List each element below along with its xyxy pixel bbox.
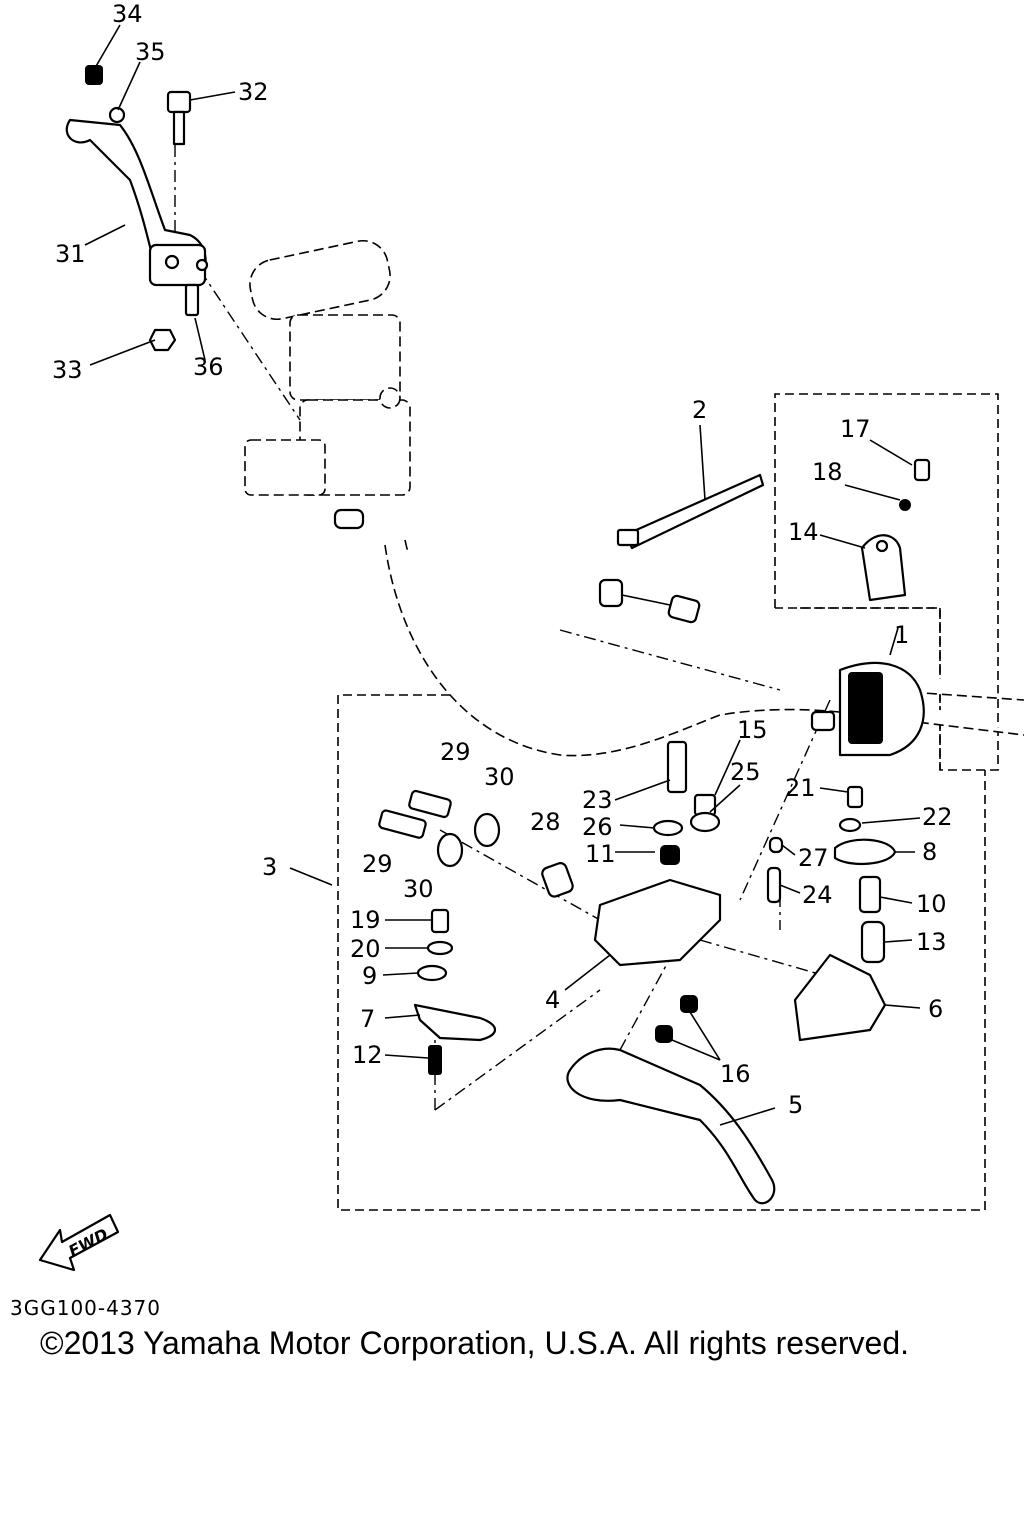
- callout-19: 19: [350, 906, 381, 934]
- callout-3: 3: [262, 853, 277, 881]
- callout-14: 14: [788, 518, 819, 546]
- callout-30-top: 30: [484, 763, 515, 791]
- cable-tie: [616, 473, 765, 550]
- callout-22: 22: [922, 803, 953, 831]
- callout-1: 1: [894, 621, 909, 649]
- lever-assembly-left: [65, 65, 209, 352]
- callout-36: 36: [193, 353, 224, 381]
- handlebar-assembly-diagram: FWD 34: [38, 0, 1024, 1272]
- callout-18: 18: [812, 458, 843, 486]
- callout-13: 13: [916, 928, 947, 956]
- callout-24: 24: [802, 881, 833, 909]
- callout-34: 34: [112, 0, 143, 28]
- callout-27: 27: [798, 844, 829, 872]
- callout-11: 11: [585, 840, 616, 868]
- callout-16: 16: [720, 1060, 751, 1088]
- copyright-notice: ©2013 Yamaha Motor Corporation, U.S.A. A…: [40, 1325, 910, 1361]
- callout-26: 26: [582, 813, 613, 841]
- callout-32: 32: [238, 78, 269, 106]
- callout-10: 10: [916, 890, 947, 918]
- callout-25: 25: [730, 758, 761, 786]
- callout-4: 4: [545, 986, 560, 1014]
- callout-8: 8: [922, 838, 937, 866]
- fwd-arrow-icon: FWD: [38, 1213, 120, 1272]
- callout-23: 23: [582, 786, 613, 814]
- brake-parts: [378, 740, 897, 1205]
- cable: [598, 578, 701, 624]
- callout-28: 28: [530, 808, 561, 836]
- callout-29-bottom: 29: [362, 850, 393, 878]
- callout-15: 15: [737, 716, 768, 744]
- callout-7: 7: [360, 1005, 375, 1033]
- callout-17: 17: [840, 415, 871, 443]
- callout-9: 9: [362, 962, 377, 990]
- callout-29-top: 29: [440, 738, 471, 766]
- callouts: 34 35 32 31 33 36 2 17 18 14 1 15 25 29 …: [52, 0, 953, 1119]
- switch-housing: [810, 458, 931, 757]
- callout-20: 20: [350, 935, 381, 963]
- leader-lines: [84, 24, 921, 1126]
- callout-31: 31: [55, 240, 86, 268]
- diagram-code: 3GG100-4370: [10, 1296, 162, 1320]
- callout-35: 35: [135, 38, 166, 66]
- callout-6: 6: [928, 995, 943, 1023]
- callout-12: 12: [352, 1041, 383, 1069]
- callout-5: 5: [788, 1091, 803, 1119]
- callout-21: 21: [785, 774, 816, 802]
- callout-33: 33: [52, 356, 83, 384]
- callout-2: 2: [692, 396, 707, 424]
- callout-30-bottom: 30: [403, 875, 434, 903]
